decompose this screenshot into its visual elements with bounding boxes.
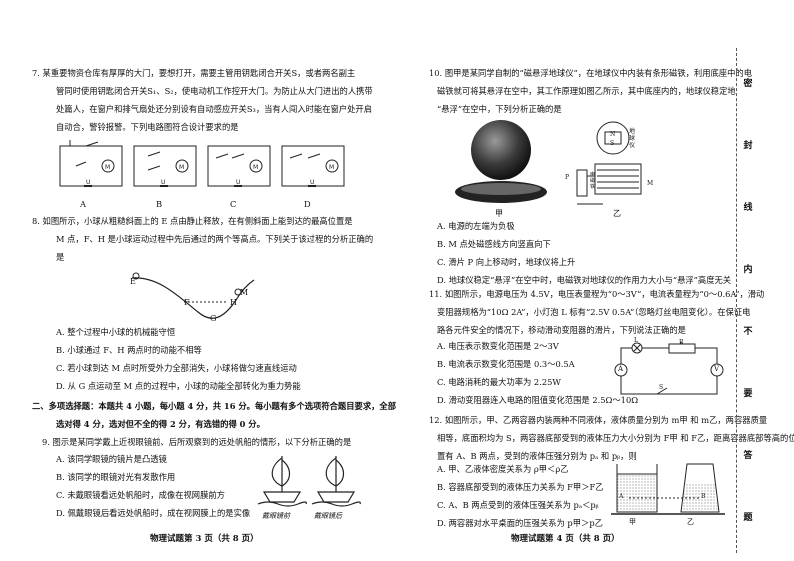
- q8-line-1: 8. 如图所示，小球从粗糙斜面上的 E 点由静止释放，在有侧斜面上能到达的最高位…: [32, 216, 353, 226]
- q8-option-c: C. 若小球到达 M 点时所受外力全部消失，小球将做匀速直线运动: [56, 363, 297, 373]
- q11-line-3: 路各元件安全的情况下，移动滑动变阻器的滑片，下列说法正确的是: [437, 325, 686, 335]
- q9-sailboat-figures: [257, 456, 361, 507]
- q12-containers: [611, 463, 725, 515]
- q12-option-b: B. 容器底部受到的液体压力关系为 F甲＞F乙: [437, 482, 604, 492]
- q9-caption-before: 戴眼镜前: [262, 512, 290, 520]
- section-2-heading-line-2: 选对得 4 分，选对但不全的得 2 分，有选错的得 0 分。: [56, 419, 265, 429]
- q11-option-c: C. 电路消耗的最大功率为 2.25W: [437, 377, 561, 387]
- q7-line-4: 自动合，警铃报警。下列电路图符合设计要求的是: [56, 122, 239, 132]
- svg-text:U: U: [236, 179, 240, 186]
- q8-label-g: G: [210, 314, 217, 323]
- svg-text:U: U: [310, 179, 314, 186]
- svg-text:M: M: [179, 164, 184, 171]
- q7-circuit-diagrams: M M M M U U U U: [59, 140, 345, 187]
- q9-option-b: B. 该同学的眼镜对光有发散作用: [56, 472, 176, 482]
- seal-char-7: 答: [743, 451, 753, 461]
- q8-option-a: A. 整个过程中小球的机械能守恒: [56, 327, 176, 337]
- q10-label-p: P: [565, 174, 570, 181]
- q12-line-2: 相等，底面积均为 S，两容器底部受到的液体压力大小分别为 F甲 和 F乙，距离容…: [437, 433, 794, 443]
- q11-label-r: R: [679, 339, 684, 346]
- q8-line-2: M 点，F、H 是小球运动过程中先后通过的两个等高点。下列关于该过程的分析正确的: [56, 234, 374, 244]
- right-page: 10. 图甲是某同学自制的“磁悬浮地球仪”，在地球仪中内装有条形磁铁，利用底座中…: [397, 0, 794, 561]
- q9-option-a: A. 该同学眼镜的镜片是凸透镜: [56, 454, 167, 464]
- q9-option-d: D. 佩戴眼镜后看远处帆船时，成在视网膜上的是实像: [56, 508, 251, 518]
- q11-option-a: A. 电压表示数变化范围是 2～3V: [437, 341, 559, 351]
- q12-option-a: A. 甲、乙液体密度关系为 ρ甲＜ρ乙: [437, 464, 569, 474]
- q10-label-yi: 乙: [613, 209, 621, 218]
- q11-label-s: S: [659, 384, 664, 391]
- q12-label-yi: 乙: [687, 518, 694, 526]
- q12-line-1: 12. 如图所示，甲、乙两容器内装两种不同液体，液体质量分别为 m甲 和 m乙，…: [429, 415, 768, 425]
- q8-option-d: D. 从 G 点运动至 M 点的过程中，小球的动能全部转化为重力势能: [56, 381, 301, 391]
- q7-line-3: 处篇人，在窗户和排气扇处还分别设有自动感应开关S₃，当有人闯入时能在窗户处开启: [56, 104, 372, 114]
- left-page-footer: 物理试题第 3 页（共 8 页）: [150, 534, 259, 544]
- q10-option-a: A. 电源的左端为负极: [437, 221, 515, 231]
- q10-line-3: “悬浮”在空中，下列分析正确的是: [437, 104, 562, 114]
- q10-label-globe: 地球仪: [629, 128, 636, 149]
- q10-label-s: S: [610, 140, 615, 147]
- q12-option-d: D. 两容器对水平桌面的压强关系为 p甲＞p乙: [437, 518, 603, 528]
- q12-option-c: C. A、B 两点受到的液体压强关系为 pₐ＜pᵦ: [437, 500, 599, 510]
- q11-option-d: D. 滑动变阻器连入电路的阻值变化范围是 2.5Ω～10Ω: [437, 395, 639, 405]
- q11-label-l: L: [634, 337, 638, 344]
- section-2-heading-line-1: 二、多项选择题：本题共 4 小题，每小题 4 分，共 16 分。每小题有多个选项…: [32, 401, 397, 411]
- q9-caption-after: 戴眼镜后: [314, 512, 342, 520]
- q10-globe-photo: [455, 120, 547, 203]
- seal-char-3: 线: [743, 203, 753, 213]
- q10-line-2: 磁铁就可将其悬浮在空中，其工作原理如图乙所示，其中底座内的，地球仪稳定地: [437, 86, 736, 96]
- q12-label-jia: 甲: [629, 518, 636, 526]
- svg-text:U: U: [161, 179, 165, 186]
- left-page: 7. 某重要物资仓库有厚厚的大门，要想打开，需要主管用钥匙闭合开关S，或者两名副…: [32, 68, 397, 544]
- svg-text:U: U: [86, 179, 90, 186]
- q9-option-c: C. 未戴眼镜看远处帆船时，成像在视网膜前方: [56, 490, 225, 500]
- q11-circuit: [614, 342, 724, 395]
- q11-line-2: 变阻器规格为“10Ω 2A”，小灯泡 L 标有“2.5V 0.5A”（忽略灯丝电…: [437, 307, 751, 317]
- seal-char-6: 要: [743, 389, 753, 399]
- q8-label-f: F: [184, 298, 190, 307]
- q12-label-b: B: [701, 493, 706, 500]
- seal-line: [736, 48, 751, 553]
- q7-option-c: C: [230, 199, 237, 209]
- q9-line: 9. 图示是某同学戴上近视眼镜前、后所观察到的远处帆船的情形，以下分析正确的是: [42, 437, 352, 447]
- q7-line-2: 管同时使用钥匙闭合开关S₁、S₂，使电动机工作控开大门。为防止从大门进出的人携带: [56, 86, 373, 96]
- q7-option-d: D: [304, 199, 311, 209]
- q12-label-a: A: [619, 493, 624, 500]
- svg-text:M: M: [105, 164, 110, 171]
- q8-line-3: 是: [56, 252, 65, 262]
- q8-label-e: E: [130, 277, 136, 286]
- q11-label-v: V: [714, 365, 720, 373]
- q11-option-b: B. 电流表示数变化范围是 0.3～0.5A: [437, 359, 575, 369]
- q10-label-m: M: [647, 180, 654, 187]
- q11-label-a: A: [618, 365, 624, 373]
- svg-text:M: M: [329, 164, 334, 171]
- seal-char-4: 内: [743, 265, 753, 275]
- q8-label-h: H: [230, 298, 237, 307]
- q8-track-figure: [131, 272, 255, 319]
- q10-label-n: N: [610, 131, 616, 138]
- q10-option-b: B. M 点处磁感线方向竖直向下: [437, 239, 551, 249]
- q11-line-1: 11. 如图所示，电源电压为 4.5V，电压表量程为“0～3V”，电流表量程为“…: [429, 289, 765, 299]
- q8-option-b: B. 小球通过 F、H 两点时的动能不相等: [56, 345, 202, 355]
- seal-char-1: 密: [743, 79, 753, 89]
- q7-line-1: 7. 某重要物资仓库有厚厚的大门，要想打开，需要主管用钥匙闭合开关S，或者两名副…: [32, 68, 356, 78]
- q7-option-b: B: [156, 199, 163, 209]
- svg-text:M: M: [253, 164, 258, 171]
- q10-label-jia: 甲: [495, 209, 503, 218]
- q10-schematic: [576, 121, 642, 205]
- right-page-footer: 物理试题第 4 页（共 8 页）: [511, 534, 620, 544]
- q7-option-a: A: [80, 199, 86, 209]
- seal-char-8: 题: [743, 513, 753, 523]
- seal-char-5: 不: [743, 327, 753, 337]
- q10-label-coil: 电磁铁: [590, 172, 596, 190]
- q10-option-c: C. 滑片 P 向上移动时，地球仪将上升: [437, 257, 576, 267]
- q8-label-m: M: [240, 288, 249, 297]
- q10-option-d: D. 地球仪稳定“悬浮”在空中时，电磁铁对地球仪的作用力大小与“悬浮”高度无关: [437, 275, 732, 285]
- q12-line-3: 置有 A、B 两点，受到的液体压强分别为 pₐ 和 pᵦ，则: [437, 451, 637, 461]
- q10-line-1: 10. 图甲是某同学自制的“磁悬浮地球仪”，在地球仪中内装有条形磁铁，利用底座中…: [429, 68, 753, 78]
- seal-char-2: 封: [743, 141, 753, 151]
